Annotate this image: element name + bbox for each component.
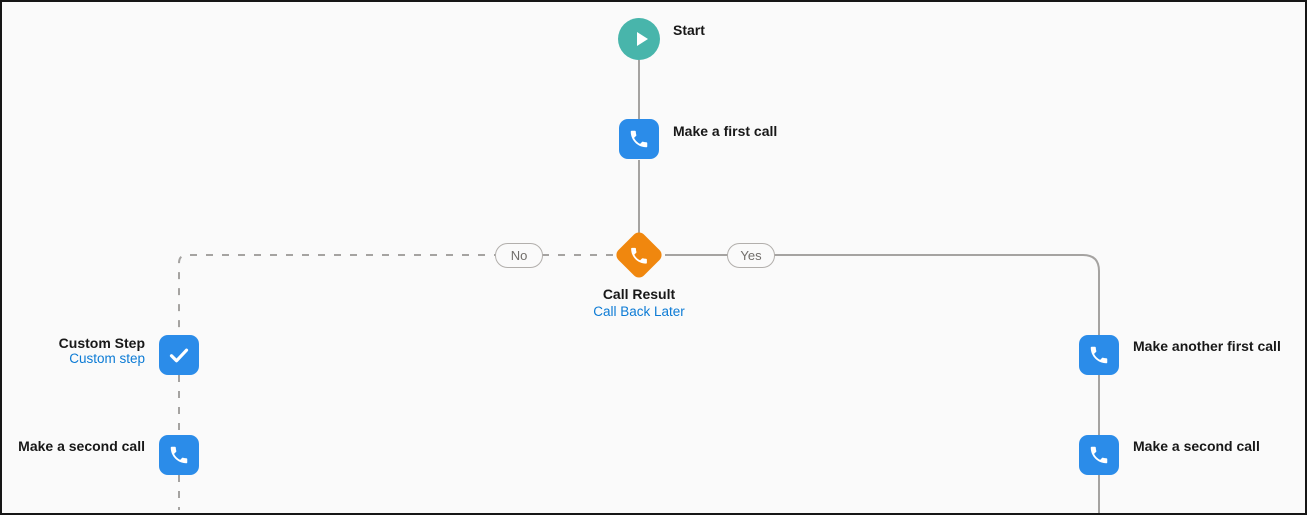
phone-icon xyxy=(1090,446,1108,464)
second-call-right-node[interactable] xyxy=(1079,435,1119,475)
play-icon xyxy=(636,32,648,46)
phone-icon xyxy=(630,130,648,148)
decision-result-link[interactable]: Call Back Later xyxy=(593,304,685,319)
start-node[interactable] xyxy=(618,18,660,60)
second-call-left-label: Make a second call xyxy=(18,438,145,454)
edge-yes-branch xyxy=(665,254,1100,335)
custom-step-link[interactable]: Custom step xyxy=(69,351,145,366)
custom-step-node[interactable] xyxy=(159,335,199,375)
edge-no-branch xyxy=(178,254,613,335)
branch-no-label: No xyxy=(510,248,528,263)
branch-yes-label: Yes xyxy=(740,248,762,263)
start-label: Start xyxy=(673,22,705,38)
branch-yes-pill: Yes xyxy=(727,243,775,268)
branch-no-pill: No xyxy=(495,243,543,268)
first-call-label: Make a first call xyxy=(673,123,778,139)
another-first-call-node[interactable] xyxy=(1079,335,1119,375)
decision-title: Call Result xyxy=(602,286,676,302)
custom-step-labels: Custom Step Custom step xyxy=(59,335,145,367)
decision-node[interactable] xyxy=(613,229,665,281)
phone-icon xyxy=(170,446,188,464)
phone-icon xyxy=(1090,346,1108,364)
check-icon xyxy=(169,348,189,363)
second-call-right-label: Make a second call xyxy=(1133,438,1260,454)
first-call-node[interactable] xyxy=(619,119,659,159)
custom-step-title: Custom Step xyxy=(58,335,145,351)
second-call-left-node[interactable] xyxy=(159,435,199,475)
phone-icon xyxy=(631,247,647,263)
another-first-call-label: Make another first call xyxy=(1133,338,1281,354)
